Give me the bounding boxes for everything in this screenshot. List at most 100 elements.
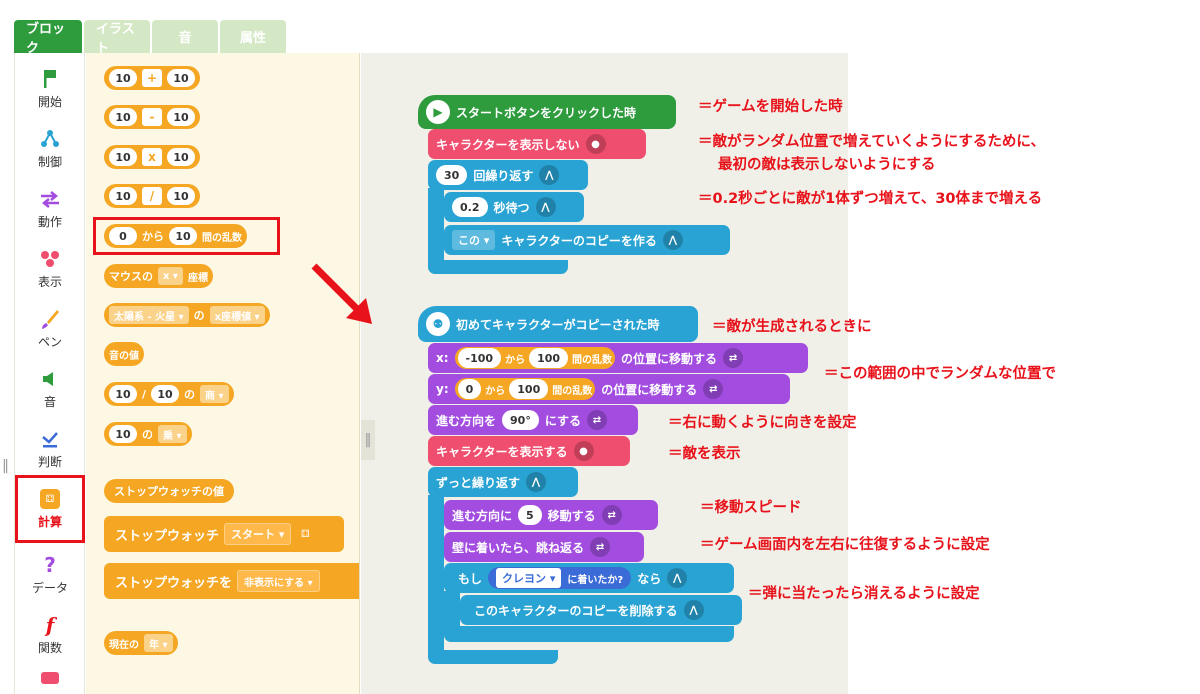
- if-block[interactable]: もし クレヨン ▾ に着いたか? なら ⋀: [444, 563, 734, 593]
- number-slot[interactable]: 10: [169, 227, 197, 245]
- current-time-block[interactable]: 現在の 年 ▾: [104, 631, 178, 655]
- number-slot[interactable]: 10: [109, 69, 137, 87]
- block-text: 初めてキャラクターがコピーされた時: [456, 317, 660, 332]
- divide-block[interactable]: 10 / 10: [104, 184, 200, 208]
- sidebar-item-operators[interactable]: ⚃ 計算: [15, 475, 85, 543]
- start-hat-block[interactable]: ▶ スタートボタンをクリックした時: [418, 95, 676, 129]
- wait-seconds-input[interactable]: 0.2: [452, 197, 488, 217]
- show-character-block[interactable]: キャラクターを表示する ●: [428, 436, 630, 466]
- block-text: ストップウォッチ: [115, 528, 220, 544]
- sidebar-item-pen[interactable]: ペン: [15, 299, 85, 359]
- visibility-dropdown[interactable]: 非表示にする ▾: [237, 570, 320, 592]
- subtract-block[interactable]: 10 - 10: [104, 105, 200, 129]
- number-slot[interactable]: 10: [109, 425, 137, 443]
- sidebar-item-data[interactable]: ? データ: [15, 545, 85, 605]
- sidebar-item-control[interactable]: 制御: [15, 119, 85, 179]
- repeat-count-input[interactable]: 30: [436, 165, 468, 185]
- number-slot[interactable]: 10: [167, 108, 195, 126]
- number-slot[interactable]: 10: [167, 148, 195, 166]
- touching-block[interactable]: クレヨン ▾ に着いたか?: [488, 567, 632, 589]
- nodes-icon: [39, 128, 61, 150]
- tab-illustrations[interactable]: イラスト: [84, 20, 150, 56]
- sidebar-item-sensing[interactable]: 判断: [15, 419, 85, 479]
- block-text: の: [142, 428, 153, 441]
- clone-target-dropdown[interactable]: この ▾: [452, 230, 496, 250]
- block-text: x:: [436, 351, 449, 365]
- coordinate-dropdown[interactable]: x座標値 ▾: [209, 306, 265, 324]
- multiply-block[interactable]: 10 x 10: [104, 145, 200, 169]
- tab-sounds[interactable]: 音: [152, 20, 218, 53]
- brush-icon: [39, 308, 61, 330]
- time-unit-dropdown[interactable]: 年 ▾: [144, 634, 173, 652]
- planet-dropdown[interactable]: 太陽系 - 火星 ▾: [109, 306, 189, 324]
- number-slot[interactable]: 0: [109, 227, 137, 245]
- random-block[interactable]: 0 から 100 間の乱数: [454, 378, 596, 400]
- mouse-position-block[interactable]: マウスの x ▾ 座標: [104, 264, 213, 288]
- touch-target-dropdown[interactable]: クレヨン ▾: [496, 568, 562, 588]
- number-slot[interactable]: 10: [109, 187, 137, 205]
- bounce-block[interactable]: 壁に着いたら、跳ね返る ⇄: [444, 532, 644, 562]
- move-x-block[interactable]: x: -100 から 100 間の乱数 の位置に移動する ⇄: [428, 343, 808, 373]
- number-slot[interactable]: 0: [457, 379, 482, 399]
- stopwatch-dropdown[interactable]: スタート ▾: [224, 523, 292, 545]
- dots-icon: ●: [573, 441, 594, 461]
- palette-splitter[interactable]: ‖: [361, 420, 375, 460]
- function-icon: f: [45, 613, 55, 637]
- stopwatch-control-block[interactable]: ストップウォッチ スタート ▾ ⚃: [104, 516, 344, 552]
- delete-clone-block[interactable]: このキャラクターのコピーを削除する ⋀: [460, 595, 742, 625]
- nodes-icon: ⋀: [683, 600, 704, 620]
- sidebar-item-functions[interactable]: f 関数: [15, 605, 85, 665]
- stopwatch-value-block[interactable]: ストップウォッチの値: [104, 479, 234, 503]
- steps-input[interactable]: 5: [518, 505, 542, 525]
- quotient-block[interactable]: 10 / 10 の 商 ▾: [104, 382, 234, 406]
- math-dropdown[interactable]: 商 ▾: [200, 385, 229, 403]
- block-text: に着いたか?: [567, 574, 624, 586]
- sidebar-item-extension[interactable]: [15, 665, 85, 694]
- number-slot[interactable]: 10: [109, 385, 137, 403]
- number-slot[interactable]: 10: [167, 187, 195, 205]
- sidebar-item-sound[interactable]: 音: [15, 359, 85, 419]
- repeat-block[interactable]: 30 回繰り返す ⋀: [428, 160, 588, 190]
- sidebar-item-start[interactable]: 開始: [15, 59, 85, 119]
- number-slot[interactable]: 10: [109, 148, 137, 166]
- planet-coordinate-block[interactable]: 太陽系 - 火星 ▾ の x座標値 ▾: [104, 303, 270, 327]
- hide-character-block[interactable]: キャラクターを表示しない ●: [428, 129, 646, 159]
- stopwatch-visibility-block[interactable]: ストップウォッチを 非表示にする ▾: [104, 563, 359, 599]
- move-y-block[interactable]: y: 0 から 100 間の乱数 の位置に移動する ⇄: [428, 374, 790, 404]
- block-text: なら: [637, 571, 662, 586]
- number-slot[interactable]: 10: [109, 108, 137, 126]
- number-slot[interactable]: 100: [509, 379, 549, 399]
- panel-resize-handle[interactable]: ‖: [2, 458, 9, 474]
- move-steps-block[interactable]: 進む方向に 5 移動する ⇄: [444, 500, 658, 530]
- random-block[interactable]: -100 から 100 間の乱数: [454, 347, 616, 369]
- operator: /: [142, 187, 162, 205]
- random-block[interactable]: 0 から 10 間の乱数: [104, 224, 247, 248]
- sidebar-item-motion[interactable]: 動作: [15, 179, 85, 239]
- forever-foot: [428, 650, 558, 664]
- set-direction-block[interactable]: 進む方向を 90° にする ⇄: [428, 405, 638, 435]
- tab-properties[interactable]: 属性: [220, 20, 286, 53]
- sidebar-label: データ: [31, 581, 68, 595]
- number-slot[interactable]: -100: [457, 348, 502, 368]
- clone-start-hat-block[interactable]: ⚉ 初めてキャラクターがコピーされた時: [418, 306, 698, 342]
- sound-value-block[interactable]: 音の値: [104, 342, 144, 366]
- axis-dropdown[interactable]: x ▾: [158, 267, 183, 285]
- number-slot[interactable]: 100: [529, 348, 569, 368]
- tab-blocks[interactable]: ブロック: [14, 20, 82, 56]
- create-clone-block[interactable]: この ▾ キャラクターのコピーを作る ⋀: [444, 225, 730, 255]
- sidebar-item-looks[interactable]: 表示: [15, 239, 85, 299]
- annotation: ＝敵がランダム位置で増えていくようにするために、: [698, 134, 1045, 150]
- wait-block[interactable]: 0.2 秒待つ ⋀: [444, 192, 584, 222]
- number-slot[interactable]: 10: [151, 385, 180, 403]
- block-text: 間の乱数: [202, 232, 242, 244]
- direction-input[interactable]: 90°: [502, 410, 539, 430]
- block-text: 座標: [187, 272, 208, 284]
- block-text: キャラクターを表示しない: [436, 137, 580, 152]
- block-text: キャラクターのコピーを作る: [501, 233, 657, 248]
- highlight-box: [93, 217, 280, 255]
- number-slot[interactable]: 10: [167, 69, 195, 87]
- math-dropdown[interactable]: 乗 ▾: [158, 425, 187, 443]
- forever-block[interactable]: ずっと繰り返す ⋀: [428, 467, 578, 497]
- add-block[interactable]: 10 + 10: [104, 66, 200, 90]
- power-block[interactable]: 10 の 乗 ▾: [104, 422, 192, 446]
